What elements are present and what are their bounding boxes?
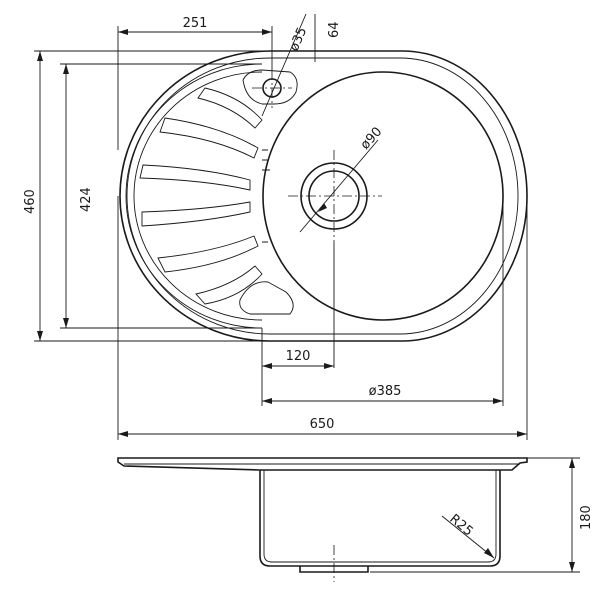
- dim-385-arrow-right: [493, 398, 503, 404]
- bowl-drainer-divider: [262, 149, 270, 243]
- dim-radius-leader: [441, 515, 495, 559]
- dim-120-arrow-right: [324, 363, 334, 369]
- dim-650-label: 650: [310, 417, 335, 432]
- dim-120-arrow-left: [262, 363, 272, 369]
- dim-radius-label: R25: [446, 512, 475, 540]
- dim-650-arrow-left: [118, 431, 128, 437]
- dim-64-label: 64: [327, 21, 342, 38]
- sink-top-view: [119, 50, 528, 368]
- dim-460-label: 460: [23, 189, 38, 214]
- drainer-rib: [157, 235, 259, 273]
- side-bowl: [259, 470, 501, 567]
- dim-180-label: 180: [579, 505, 594, 530]
- drainer-area-inner: [133, 71, 263, 321]
- dim-251-arrow-left: [118, 29, 128, 35]
- drainer-rib: [141, 201, 251, 227]
- dim-180-arrow-top: [569, 458, 575, 468]
- side-bowl-inner: [263, 470, 497, 563]
- drainer-rib: [159, 117, 259, 159]
- dim-hole-large-leader: [299, 139, 379, 233]
- dim-251-label: 251: [183, 16, 208, 31]
- top-view-dimensions: 251 ø35 64 ø90 460 424 120: [23, 13, 528, 440]
- overflow-ledge: [239, 281, 294, 315]
- dim-hole-large-label: ø90: [358, 124, 386, 152]
- drainer-rib: [139, 164, 251, 191]
- dim-424-arrow-bottom: [63, 318, 69, 328]
- dim-385-label: ø385: [369, 384, 402, 399]
- dim-424-label: 424: [79, 187, 94, 212]
- dim-hole-large-arrow: [318, 203, 327, 212]
- dim-460-arrow-top: [37, 51, 43, 61]
- drainer-area: [125, 63, 263, 329]
- dim-385-arrow-left: [262, 398, 272, 404]
- dim-hole-small-leader: [261, 13, 307, 117]
- drainer-rib: [195, 265, 263, 305]
- dim-hole-small-label: ø35: [287, 25, 310, 53]
- dim-424-arrow-top: [63, 64, 69, 74]
- side-rim: [117, 457, 528, 471]
- drainer-ribs: [139, 87, 263, 305]
- bowl-outline: [262, 71, 504, 321]
- drainer-rib: [197, 87, 263, 129]
- dim-460-arrow-bottom: [37, 331, 43, 341]
- dim-251-arrow-right: [262, 29, 272, 35]
- dim-650-arrow-right: [517, 431, 527, 437]
- sink-side-view: R25 180: [117, 457, 594, 582]
- tap-hole-ledge: [242, 69, 298, 105]
- sink-outer-rim: [119, 50, 528, 342]
- dim-120-label: 120: [286, 349, 311, 364]
- dim-radius-arrow: [484, 548, 494, 558]
- dim-180-arrow-bottom: [569, 562, 575, 572]
